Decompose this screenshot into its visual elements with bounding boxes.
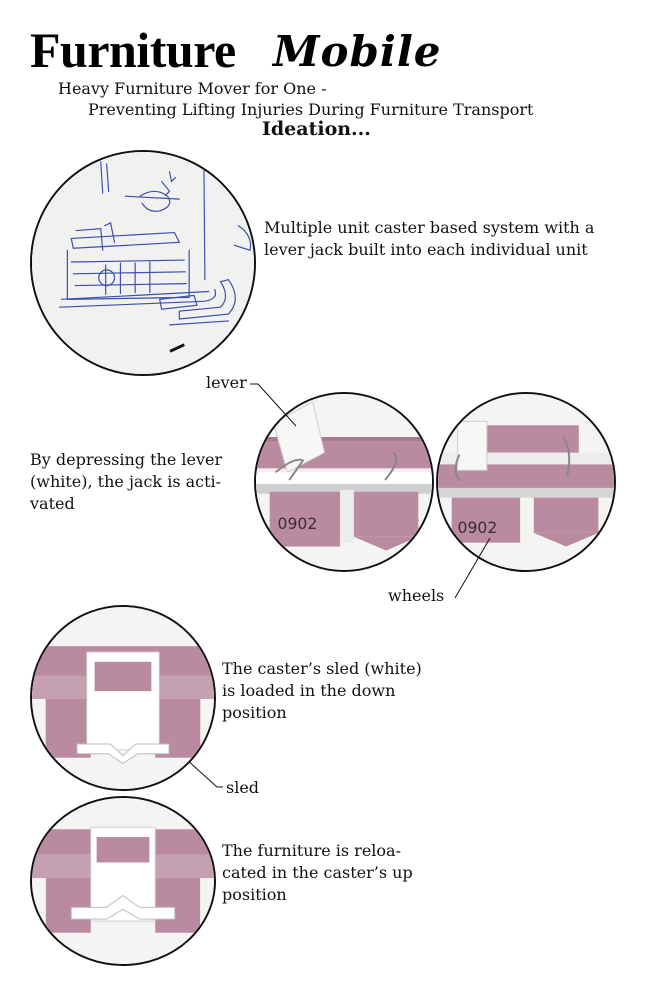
sketch-drawing — [32, 152, 254, 374]
title-main: Furniture — [30, 22, 236, 78]
idea-2-text: By depressing the lever (white), the jac… — [30, 450, 223, 513]
subtitle-line-2: Preventing Lifting Injuries During Furni… — [88, 100, 534, 119]
section-heading: Ideation... — [262, 118, 371, 140]
sled-label: sled — [226, 778, 260, 797]
sled-up-photo — [30, 796, 216, 966]
idea-3-text: The caster’s sled (white) is loaded in t… — [222, 659, 422, 722]
lever-label: lever — [206, 373, 247, 392]
title-script: Mobile — [273, 27, 442, 76]
sled-down-photo — [30, 605, 216, 791]
wheels-label: wheels — [388, 586, 445, 605]
jack-down-photo: 0902 — [254, 392, 434, 572]
jack-up-photo: 0902 — [436, 392, 616, 572]
sketch-photo — [30, 150, 256, 376]
idea-4-text: The furniture is reloa-cated in the cast… — [222, 841, 413, 904]
model-label: 0902 — [278, 514, 318, 533]
model-label: 0902 — [458, 518, 498, 537]
subtitle-line-1: Heavy Furniture Mover for One - — [58, 79, 327, 98]
idea-1-text: Multiple unit caster based system with a… — [264, 218, 595, 259]
